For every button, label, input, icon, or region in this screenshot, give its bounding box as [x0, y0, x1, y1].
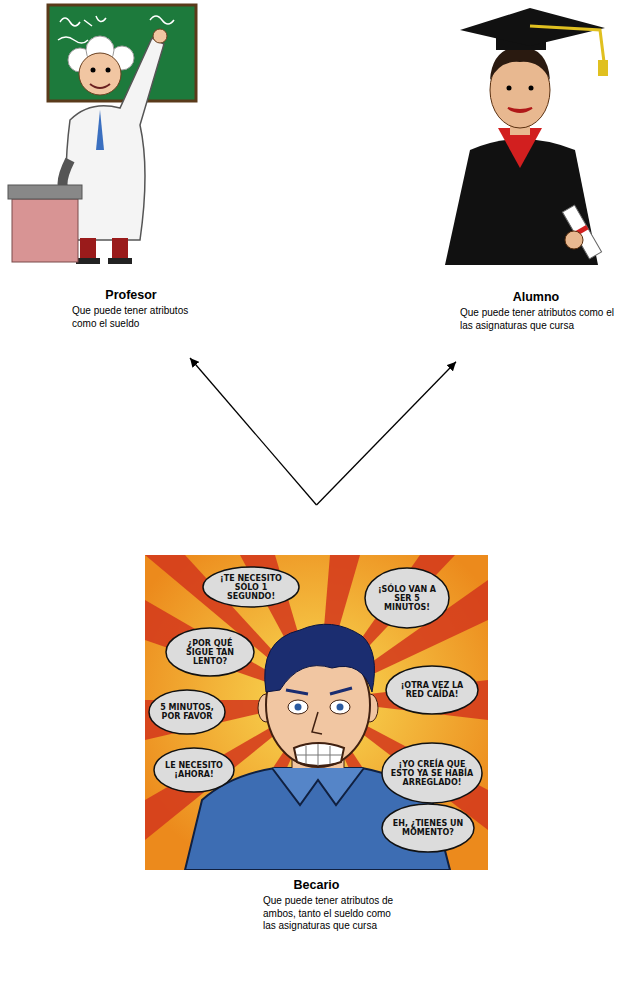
student-illustration-part — [562, 205, 601, 259]
speech-bubble-text: 5 MINUTOS, POR FAVOR — [156, 703, 218, 721]
student-illustration-part — [507, 86, 512, 91]
speech-bubble-text: LE NECESITO ¡AHORA! — [161, 761, 227, 779]
intern-comic-illustration-part — [288, 700, 308, 714]
teacher-illustration-part — [96, 110, 104, 150]
teacher-illustration-part — [48, 5, 196, 101]
intern-comic-illustration-part — [312, 712, 322, 734]
caption-node: AlumnoQue puede tener atributos como el … — [456, 290, 616, 364]
student-illustration-part — [598, 60, 608, 76]
speech-bubbles-part — [382, 804, 474, 852]
student-illustration — [445, 8, 608, 265]
speech-bubble-text: ¡OTRA VEZ LA RED CAÍDA! — [393, 681, 471, 699]
intern-comic-illustration — [145, 555, 488, 870]
intern-comic-illustration-part — [272, 768, 364, 805]
student-illustration-part — [508, 108, 532, 112]
student-illustration-part — [565, 231, 583, 249]
intern-comic-illustration-part — [294, 743, 344, 766]
speech-bubble-text: ¿POR QUÉ SIGUE TAN LENTO? — [173, 639, 247, 666]
node-description: Que puede tener atributos como el las as… — [460, 307, 616, 332]
node-title: Alumno — [456, 290, 616, 305]
intern-comic-illustration-part — [330, 700, 350, 714]
speech-bubbles-part — [149, 690, 225, 734]
student-illustration-part-part — [562, 205, 601, 259]
speech-bubble-text: ¡SÓLO VAN A SER 5 MINUTOS! — [372, 585, 442, 612]
speech-bubble-text: EH, ¿TIENES UN MOMENTO? — [389, 819, 467, 837]
node-description: Que puede tener atributos como el sueldo — [72, 305, 190, 330]
node-description: Que puede tener atributos de ambos, tant… — [263, 895, 395, 933]
teacher-illustration-part — [12, 199, 78, 262]
teacher-illustration-part — [91, 68, 96, 73]
speech-bubbles-part — [386, 666, 478, 714]
node-title: Profesor — [72, 288, 190, 303]
speech-bubbles — [149, 567, 482, 852]
student-illustration-part — [490, 46, 550, 80]
teacher-illustration-part — [112, 238, 128, 260]
student-illustration-part — [529, 86, 534, 91]
caption-node: ProfesorQue puede tener atributos como e… — [72, 288, 190, 358]
speech-bubbles-part — [166, 628, 254, 676]
teacher-illustration-part — [80, 238, 96, 260]
intern-comic-illustration-part — [295, 704, 302, 711]
teacher-illustration-part — [153, 29, 167, 43]
speech-bubbles-part — [382, 743, 482, 803]
teacher-illustration — [8, 5, 196, 264]
inheritance-arrow — [190, 358, 317, 505]
teacher-illustration-part — [108, 258, 132, 264]
student-illustration-part — [530, 26, 604, 62]
speech-bubbles-part — [365, 568, 449, 628]
intern-comic-illustration-part — [145, 555, 488, 870]
inheritance-arrow — [317, 362, 457, 505]
intern-comic-illustration-part — [296, 744, 342, 766]
teacher-illustration-part — [106, 68, 111, 73]
speech-bubble-text: ¡YO CREÍA QUE ESTO YA SE HABÍA ARREGLADO… — [389, 760, 475, 787]
teacher-illustration-part — [76, 258, 100, 264]
intern-comic-illustration-part — [265, 624, 375, 692]
teacher-illustration-part — [58, 16, 174, 43]
teacher-illustration-part — [8, 185, 82, 199]
speech-bubble-text: ¡TE NECESITO SÓLO 1 SEGUNDO! — [210, 574, 292, 601]
teacher-illustration-part — [66, 38, 164, 240]
speech-bubbles-part — [203, 567, 299, 607]
intern-comic-illustration-part — [145, 555, 488, 870]
teacher-illustration-part — [90, 84, 110, 88]
caption-node: BecarioQue puede tener atributos de ambo… — [145, 505, 488, 991]
intern-comic-illustration-part — [286, 688, 352, 694]
speech-bubbles-part — [154, 748, 234, 792]
intern-comic-illustration-part — [337, 704, 344, 711]
node-title: Becario — [145, 878, 488, 893]
teacher-illustration-part — [79, 53, 121, 95]
